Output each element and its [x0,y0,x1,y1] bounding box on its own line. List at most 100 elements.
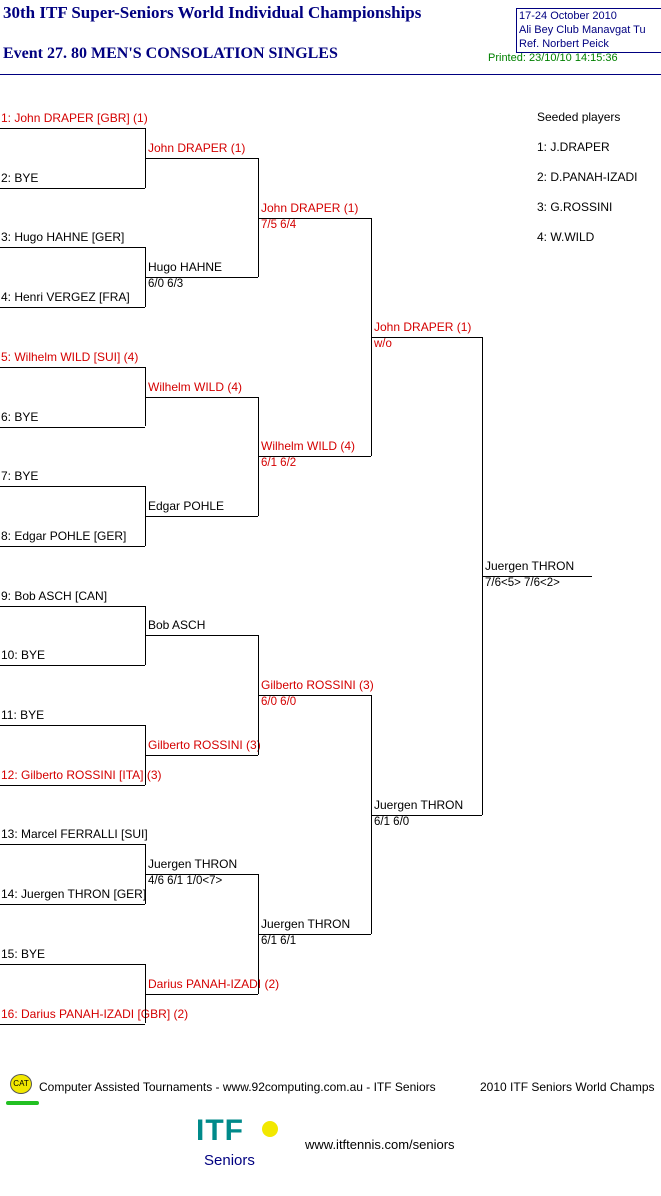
player-entry: 5: Wilhelm WILD [SUI] (4) [1,349,139,364]
bracket-line [0,665,145,667]
seed-entry: 1: J.DRAPER [537,140,610,154]
round2-winner: Gilberto ROSSINI (3) [148,737,261,752]
bracket-line [0,486,145,488]
semifinal-score: w/o [374,337,392,350]
champion-name: Juergen THRON [485,558,575,573]
bracket-line [145,993,258,995]
tennis-ball-icon [262,1121,278,1137]
bracket-line [0,725,145,726]
bracket-line [0,128,145,129]
round3-winner: John DRAPER (1) [261,200,359,215]
round3-winner: Gilberto ROSSINI (3) [261,678,374,693]
tournament-info-box: 17-24 October 2010 Ali Bey Club Manavgat… [516,8,661,53]
player-entry: 10: BYE [1,648,46,663]
round2-score: 4/6 6/1 1/0<7> [148,875,223,888]
bracket-line [145,874,258,876]
bracket-line [258,695,371,697]
bracket-line [258,456,371,458]
printed-timestamp: Printed: 23/10/10 14:15:36 [488,52,618,64]
bracket-line [371,695,372,934]
bracket-line [145,247,146,308]
bracket-line [0,545,145,547]
bracket-line [145,277,258,279]
itf-seniors-url[interactable]: www.itftennis.com/seniors [305,1137,455,1152]
seed-entry: 4: W.WILD [537,230,595,244]
round3-score: 7/5 6/4 [261,218,297,231]
bracket-line [145,516,258,518]
tournament-referee: Ref. Norbert Peick [519,38,609,50]
bracket-line [371,336,482,338]
bracket-line [145,844,146,905]
bracket-line [0,366,145,368]
player-entry: 6: BYE [1,409,39,424]
bracket-line [0,904,145,906]
cat-logo-underline [6,1101,39,1105]
round3-winner: Wilhelm WILD (4) [261,439,356,454]
bracket-line [145,157,258,159]
round2-winner: Edgar POHLE [148,499,225,514]
bracket-line [258,217,371,219]
semifinal-score: 6/1 6/0 [374,815,410,828]
player-entry: 13: Marcel FERRALLI [SUI] [1,827,148,842]
champion-score: 7/6<5> 7/6<2> [485,576,560,589]
player-entry: 11: BYE [1,708,45,722]
header-divider [0,74,661,75]
credit-text: Computer Assisted Tournaments - www.92co… [39,1080,436,1094]
championship-name: 2010 ITF Seniors World Champs [480,1080,655,1094]
round2-winner: Hugo HAHNE [148,260,223,275]
event-title: Event 27. 80 MEN'S CONSOLATION SINGLES [3,45,338,62]
bracket-line [0,1023,145,1025]
semifinal-winner: John DRAPER (1) [374,319,472,334]
bracket-line [482,575,592,577]
round2-winner: Wilhelm WILD (4) [148,379,243,394]
cat-logo-icon: CAT [10,1074,32,1094]
bracket-line [0,844,145,846]
bracket-line [258,396,259,517]
round2-score: 6/0 6/3 [148,278,184,291]
player-entry: 1: John DRAPER [GBR] (1) [1,111,148,125]
bracket-line [371,814,482,816]
bracket-line [0,426,145,428]
tournament-venue: Ali Bey Club Manavgat Tu [519,24,646,36]
player-entry: 3: Hugo HAHNE [GER] [1,230,125,245]
player-entry: 15: BYE [1,946,46,961]
round2-winner: Juergen THRON [148,857,238,872]
round3-score: 6/0 6/0 [261,696,297,709]
bracket-line [258,933,371,935]
player-entry: 14: Juergen THRON [GER] [1,887,147,902]
seeded-players-heading: Seeded players [537,110,621,124]
round2-winner: Darius PANAH-IZADI (2) [148,976,280,991]
player-entry: 12: Gilberto ROSSINI [ITA] (3) [1,767,162,782]
itf-seniors-label: Seniors [204,1152,255,1169]
bracket-line [0,605,145,607]
bracket-line [145,396,258,398]
player-entry: 4: Henri VERGEZ [FRA] [1,290,130,305]
bracket-line [482,336,483,815]
bracket-line [0,187,145,189]
bracket-line [145,635,258,637]
bracket-line [145,486,146,546]
seed-entry: 3: G.ROSSINI [537,200,613,214]
player-entry: 16: Darius PANAH-IZADI [GBR] (2) [1,1006,189,1021]
round3-score: 6/1 6/2 [261,457,297,470]
tournament-title: 30th ITF Super-Seniors World Individual … [3,3,422,22]
round3-score: 6/1 6/1 [261,934,297,947]
bracket-line [0,963,145,965]
player-entry: 8: Edgar POHLE [GER] [1,528,127,543]
bracket-line [0,307,145,309]
tournament-dates: 17-24 October 2010 [519,10,617,22]
player-entry: 7: BYE [1,469,39,484]
bracket-line [0,247,145,249]
round2-winner: John DRAPER (1) [148,140,246,155]
bracket-line [258,635,259,755]
itf-logo: ITF [196,1114,244,1147]
semifinal-winner: Juergen THRON [374,797,464,812]
seed-entry: 2: D.PANAH-IZADI [537,170,638,184]
player-entry: 2: BYE [1,170,39,185]
bracket-line [145,754,258,756]
round3-winner: Juergen THRON [261,916,351,931]
player-entry: 9: Bob ASCH [CAN] [1,588,108,603]
bracket-line [258,157,259,278]
bracket-line [0,784,145,786]
round2-winner: Bob ASCH [148,618,206,633]
